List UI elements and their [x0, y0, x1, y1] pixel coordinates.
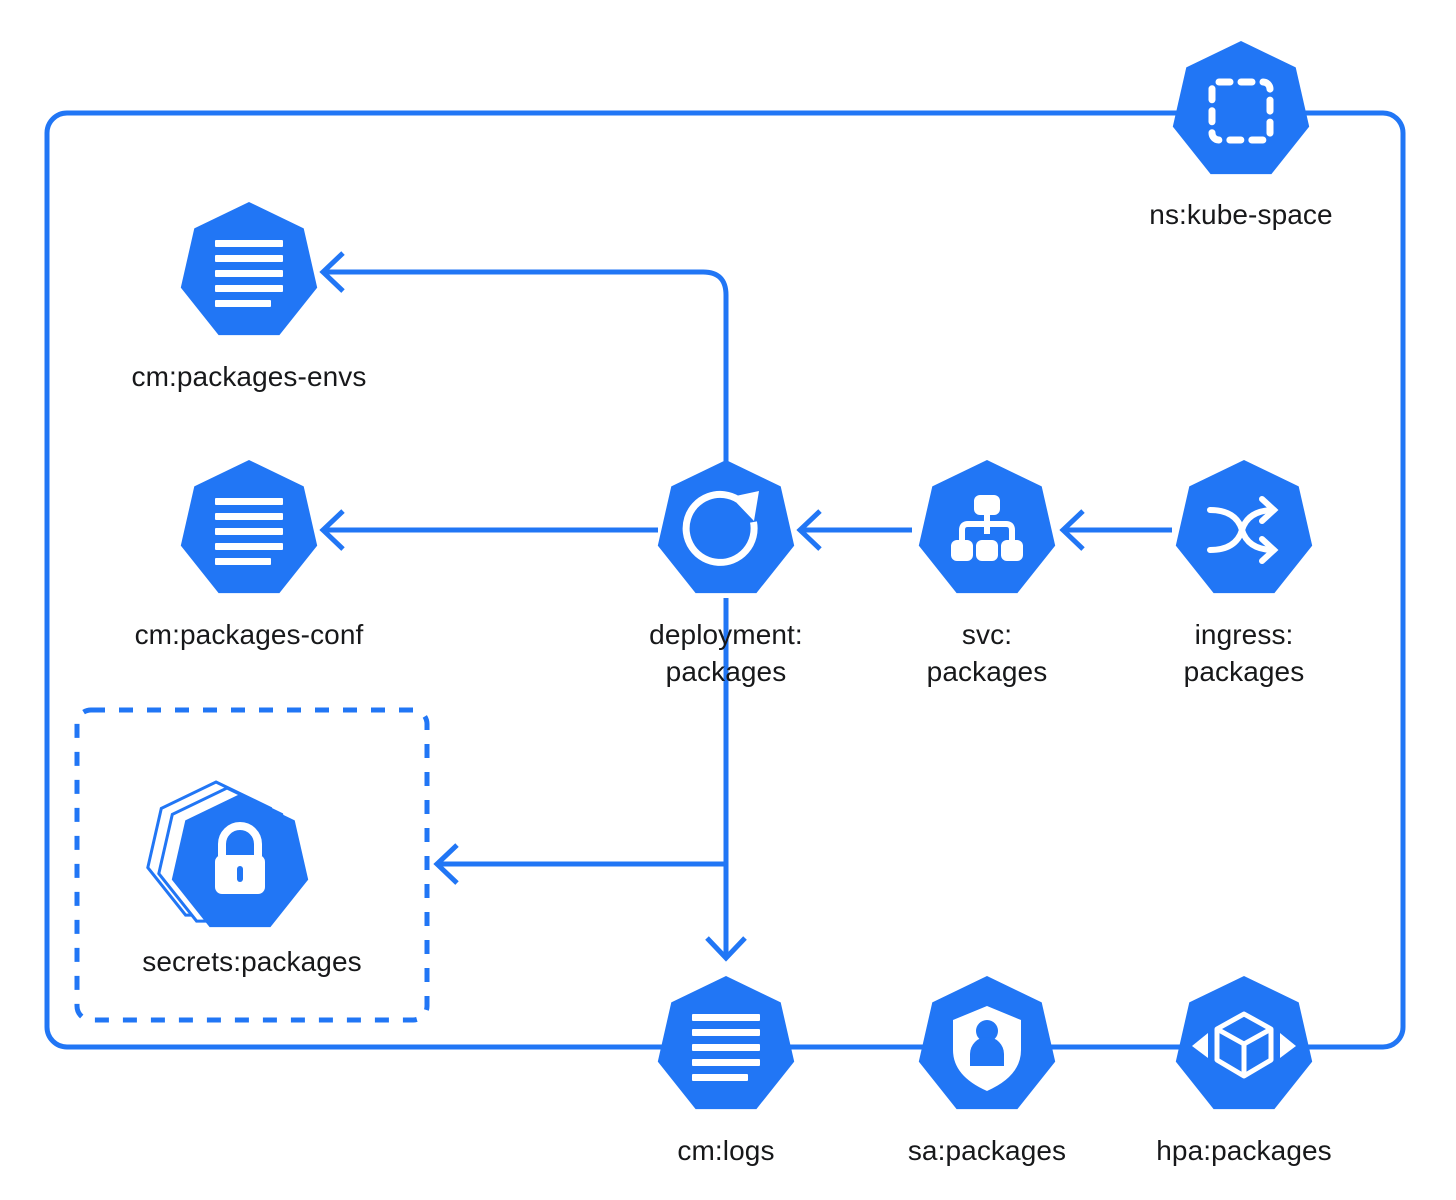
arrowhead-cm-conf — [319, 509, 345, 551]
service-tree-icon — [951, 495, 1023, 561]
label-ingress-packages: ingress: packages — [1183, 619, 1305, 688]
arrowhead-cm-envs — [319, 251, 345, 293]
scale-right-arrow — [1280, 1033, 1296, 1058]
node-svc-packages[interactable] — [918, 460, 1056, 594]
label-ns-kube-space: ns:kube-space — [1149, 199, 1333, 230]
arrowhead-svc — [1059, 509, 1085, 551]
node-sa-packages[interactable] — [918, 976, 1056, 1110]
secrets-group-border — [74, 707, 430, 1023]
node-deployment-packages[interactable] — [657, 460, 795, 594]
configmap-lines-icon — [215, 498, 283, 565]
edge-deployment-to-cm-envs — [323, 269, 729, 462]
label-cm-packages-conf: cm:packages-conf — [134, 619, 364, 650]
heptagon-shape — [1172, 41, 1310, 175]
serviceaccount-shield-person-icon — [953, 1006, 1021, 1091]
node-cm-packages-conf[interactable] — [180, 460, 318, 594]
node-cm-logs[interactable] — [657, 976, 795, 1110]
node-ingress-packages[interactable] — [1175, 460, 1313, 594]
configmap-lines-icon — [692, 1014, 760, 1081]
arrowhead-secrets — [433, 843, 459, 885]
arrowhead-deployment — [796, 509, 822, 551]
lock-icon — [215, 822, 265, 894]
hpa-scaling-cube-icon — [1192, 1011, 1296, 1079]
edge-layer — [323, 269, 1172, 958]
namespace-dashed-square-icon — [1208, 78, 1274, 144]
heptagon-shape — [180, 460, 318, 594]
label-cm-logs: cm:logs — [677, 1135, 775, 1166]
label-hpa-packages: hpa:packages — [1156, 1135, 1332, 1166]
label-secrets-packages: secrets:packages — [142, 946, 362, 977]
label-deployment-packages: deployment: packages — [649, 619, 803, 688]
scale-left-arrow — [1192, 1033, 1208, 1058]
label-cm-packages-envs: cm:packages-envs — [131, 361, 367, 392]
node-ns-kube-space[interactable] — [1172, 41, 1310, 175]
node-secrets-packages[interactable] — [146, 780, 309, 928]
configmap-lines-icon — [215, 240, 283, 307]
arrowhead-cm-logs — [705, 936, 747, 962]
arrowhead-layer — [319, 251, 1085, 962]
node-cm-packages-envs[interactable] — [180, 202, 318, 336]
node-hpa-packages[interactable] — [1175, 976, 1313, 1110]
ingress-shuffle-icon — [1207, 496, 1279, 564]
label-sa-packages: sa:packages — [907, 1135, 1067, 1166]
deployment-refresh-icon — [682, 490, 759, 566]
heptagon-shape — [180, 202, 318, 336]
label-svc-packages: svc: packages — [926, 619, 1048, 688]
heptagon-shape — [657, 460, 795, 594]
heptagon-shape — [657, 976, 795, 1110]
